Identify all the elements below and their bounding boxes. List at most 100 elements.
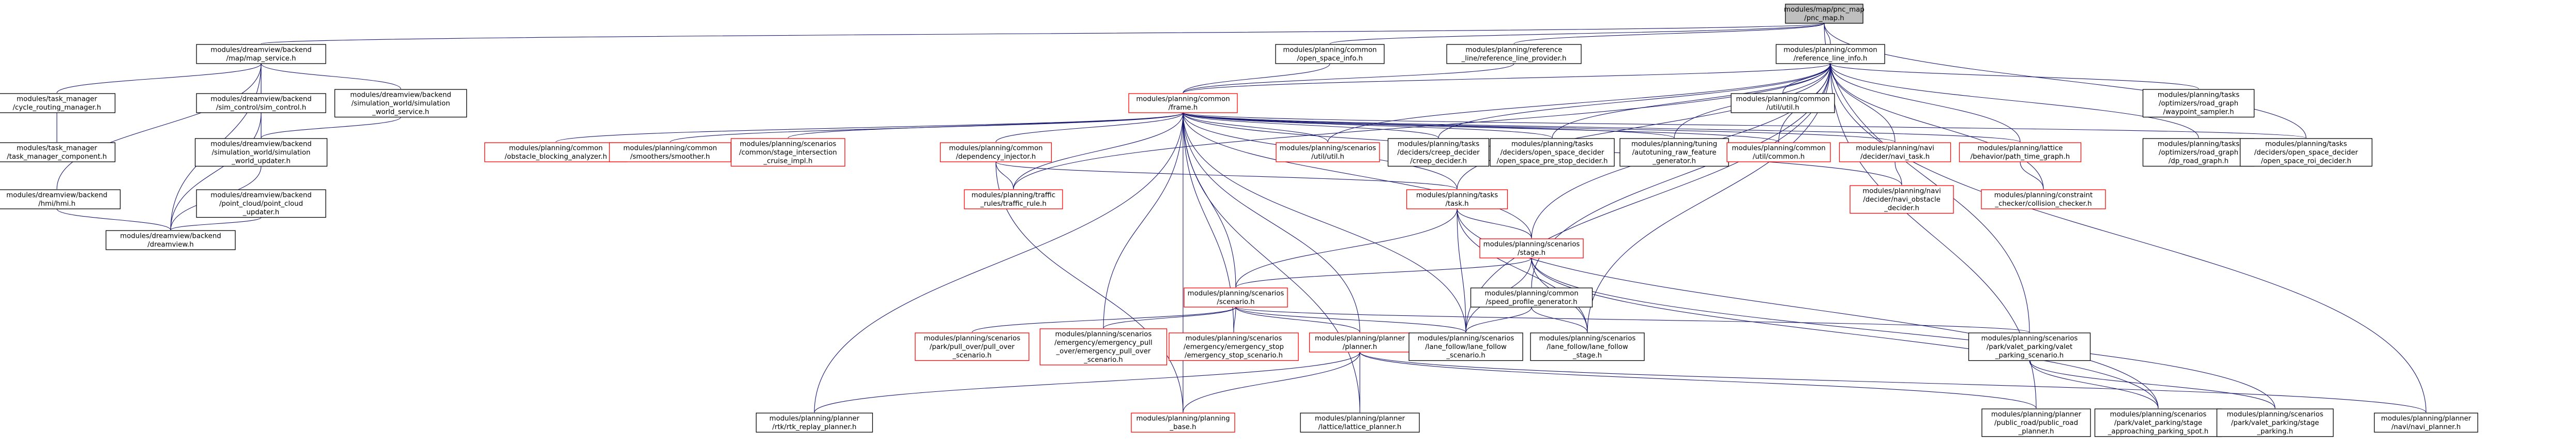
node-scenarios-util[interactable]: modules/planning/scenarios/util/util.h bbox=[1276, 142, 1380, 162]
node-label-line: modules/planning/scenarios bbox=[924, 335, 1021, 343]
node-label-line: modules/dreamview/backend bbox=[210, 141, 311, 148]
node-label-line: _line/reference_line_provider.h bbox=[1461, 55, 1567, 63]
dependency-edge bbox=[1830, 64, 1896, 143]
node-valet-parking-scenario[interactable]: modules/planning/scenarios/park/valet_pa… bbox=[1968, 332, 2091, 361]
node-path-time-graph[interactable]: modules/planning/lattice/behavior/path_t… bbox=[1959, 142, 2082, 162]
node-box bbox=[755, 413, 873, 433]
node-navi-planner[interactable]: modules/planning/planner/navi/navi_plann… bbox=[2374, 413, 2478, 433]
node-label-line: modules/planning/planner bbox=[769, 415, 860, 423]
node-label-line: _parking_scenario.h bbox=[1995, 352, 2064, 360]
node-navi-obstacle-decider[interactable]: modules/planning/navi/decider/navi_obsta… bbox=[1850, 185, 1954, 214]
node-dp-road-graph[interactable]: modules/planning/tasks/optimizers/road_g… bbox=[2142, 138, 2255, 167]
node-frame[interactable]: modules/planning/common/frame.h bbox=[1128, 93, 1238, 113]
node-open-space-pre-stop[interactable]: modules/planning/tasks/deciders/open_spa… bbox=[1490, 138, 1615, 167]
node-label-line: modules/planning/planner bbox=[1315, 415, 1405, 423]
node-waypoint-sampler[interactable]: modules/planning/tasks/optimizers/road_g… bbox=[2142, 89, 2255, 118]
node-label-line: modules/planning/common bbox=[1484, 290, 1578, 298]
node-emergency-pull-over[interactable]: modules/planning/scenarios/emergency/eme… bbox=[1039, 328, 1168, 365]
node-traffic-rule[interactable]: modules/planning/traffic_rules/traffic_r… bbox=[964, 189, 1063, 209]
node-box bbox=[1981, 408, 2091, 437]
node-label-line: modules/planning/traffic bbox=[972, 192, 1055, 200]
node-label-line: /dependency_injector.h bbox=[956, 153, 1036, 161]
node-collision-checker[interactable]: modules/planning/constraint_checker/coll… bbox=[1981, 189, 2106, 209]
node-label-line: _cruise_impl.h bbox=[763, 158, 813, 165]
node-label-line: _checker/collision_checker.h bbox=[1994, 200, 2092, 208]
node-cycle-routing[interactable]: modules/task_manager/cycle_routing_manag… bbox=[0, 93, 116, 113]
node-public-road[interactable]: modules/planning/planner/public_road/pub… bbox=[1981, 408, 2091, 437]
node-label-line: modules/planning/planning bbox=[1136, 415, 1230, 423]
node-label-line: /util/common.h bbox=[1753, 153, 1805, 161]
node-autotuning[interactable]: modules/planning/tuning/autotuning_raw_f… bbox=[1619, 138, 1729, 167]
node-lane-follow-scenario[interactable]: modules/planning/scenarios/lane_follow/l… bbox=[1408, 332, 1523, 361]
node-box bbox=[1850, 185, 1954, 214]
node-box bbox=[0, 142, 116, 162]
node-emergency-stop[interactable]: modules/planning/scenarios/emergency/eme… bbox=[1169, 332, 1299, 361]
node-lane-follow-stage[interactable]: modules/planning/scenarios/lane_follow/l… bbox=[1530, 332, 1645, 361]
node-open-space-info[interactable]: modules/planning/common/open_space_info.… bbox=[1275, 44, 1385, 64]
node-creep-decider[interactable]: modules/planning/tasks/deciders/creep_de… bbox=[1387, 138, 1490, 167]
dependency-edge bbox=[1103, 113, 1183, 329]
node-navi-task[interactable]: modules/planning/navi/decider/navi_task.… bbox=[1839, 142, 1951, 162]
node-label-line: _decider.h bbox=[1884, 205, 1919, 212]
node-label-line: modules/planning/tasks bbox=[2265, 141, 2347, 148]
node-box bbox=[196, 189, 326, 218]
node-pnc-map[interactable]: modules/map/pnc_map/pnc_map.h bbox=[1784, 4, 1865, 24]
node-dreamview[interactable]: modules/dreamview/backend/dreamview.h bbox=[105, 230, 236, 250]
node-label-line: /deciders/open_space_decider bbox=[1501, 149, 1604, 157]
dependency-edge bbox=[1587, 64, 1830, 333]
node-box bbox=[2216, 408, 2334, 437]
node-on-lane-planning[interactable]: modules/planning/planning_base.h bbox=[1131, 413, 1235, 433]
node-label-line: modules/dreamview/backend bbox=[210, 96, 311, 103]
node-label-line: _world_updater.h bbox=[231, 158, 291, 165]
node-util-common-h[interactable]: modules/planning/common/util/common.h bbox=[1726, 142, 1831, 162]
dependency-edge bbox=[1457, 209, 1532, 239]
node-stage-parking[interactable]: modules/planning/scenarios/park/valet_pa… bbox=[2216, 408, 2334, 437]
dependency-edge bbox=[1457, 209, 1588, 333]
node-dependency-injector[interactable]: modules/planning/common/dependency_injec… bbox=[940, 142, 1052, 162]
node-box bbox=[2094, 408, 2222, 437]
node-lattice-planner[interactable]: modules/planning/planner/lattice/lattice… bbox=[1300, 413, 1420, 433]
node-label-line: modules/dreamview/backend bbox=[6, 192, 107, 200]
node-util-common[interactable]: modules/planning/common/util/util.h bbox=[1731, 93, 1835, 113]
node-task[interactable]: modules/planning/tasks/task.h bbox=[1406, 189, 1508, 209]
node-planner[interactable]: modules/planning/planner/planner.h bbox=[1309, 332, 1411, 353]
node-label-line: modules/planning/scenarios bbox=[740, 141, 837, 148]
node-label-line: _world_service.h bbox=[372, 109, 429, 116]
dependency-edge bbox=[1183, 64, 1330, 94]
node-box bbox=[0, 93, 116, 113]
node-smoother[interactable]: modules/planning/common/smoothers/smooth… bbox=[609, 142, 732, 162]
node-ref-line-provider[interactable]: modules/planning/reference_line/referenc… bbox=[1446, 44, 1582, 64]
node-label-line: /open_space_pre_stop_decider.h bbox=[1497, 158, 1608, 165]
node-map-service[interactable]: modules/dreamview/backend/map/map_servic… bbox=[196, 44, 326, 64]
node-label-line: /deciders/creep_decider bbox=[1397, 149, 1480, 157]
node-stage-intersection[interactable]: modules/planning/scenarios/common/stage_… bbox=[731, 138, 845, 167]
dependency-edge bbox=[787, 113, 1183, 139]
node-open-space-roi[interactable]: modules/planning/tasks/deciders/open_spa… bbox=[2239, 138, 2373, 167]
node-pull-over-scenario[interactable]: modules/planning/scenarios/park/pull_ove… bbox=[915, 332, 1029, 361]
node-label-line: _stage.h bbox=[1572, 352, 1602, 360]
node-label-line: /park/valet_parking/valet bbox=[1987, 343, 2072, 351]
node-label-line: modules/planning/scenarios bbox=[1539, 335, 1636, 343]
node-scenario[interactable]: modules/planning/scenarios/scenario.h bbox=[1184, 287, 1288, 308]
node-label-line: /obstacle_blocking_analyzer.h bbox=[505, 153, 607, 161]
node-sim-world-service[interactable]: modules/dreamview/backend/simulation_wor… bbox=[334, 89, 467, 118]
node-label-line: modules/planning/common bbox=[1736, 96, 1829, 103]
node-point-cloud-updater[interactable]: modules/dreamview/backend/point_cloud/po… bbox=[196, 189, 326, 218]
dependency-edge bbox=[2029, 361, 2276, 409]
node-obstacle-blocking[interactable]: modules/planning/common/obstacle_blockin… bbox=[484, 142, 628, 162]
node-ref-line-info[interactable]: modules/planning/common/reference_line_i… bbox=[1776, 44, 1885, 64]
node-hmi[interactable]: modules/dreamview/backend/hmi/hmi.h bbox=[0, 189, 121, 209]
node-sim-control[interactable]: modules/dreamview/backend/sim_control/si… bbox=[196, 93, 326, 113]
node-approaching-parking-spot[interactable]: modules/planning/scenarios/park/valet_pa… bbox=[2094, 408, 2222, 437]
node-layer: modules/map/pnc_map/pnc_map.h modules/dre… bbox=[0, 4, 2478, 437]
node-task-manager-component[interactable]: modules/task_manager/task_manager_compon… bbox=[0, 142, 116, 162]
node-stage[interactable]: modules/planning/scenarios/stage.h bbox=[1479, 238, 1584, 258]
dependency-edge bbox=[1513, 23, 1824, 44]
node-label-line: _approaching_parking_spot.h bbox=[2108, 428, 2208, 436]
node-box bbox=[2142, 89, 2255, 118]
node-sim-world-updater[interactable]: modules/dreamview/backend/simulation_wor… bbox=[194, 138, 328, 167]
node-label-line: modules/planning/tasks bbox=[2158, 141, 2239, 148]
node-rtk-replay[interactable]: modules/planning/planner/rtk/rtk_replay_… bbox=[755, 413, 873, 433]
node-speed-profile-generator[interactable]: modules/planning/common/speed_profile_ge… bbox=[1470, 287, 1593, 308]
dependency-edge bbox=[1532, 307, 1588, 333]
